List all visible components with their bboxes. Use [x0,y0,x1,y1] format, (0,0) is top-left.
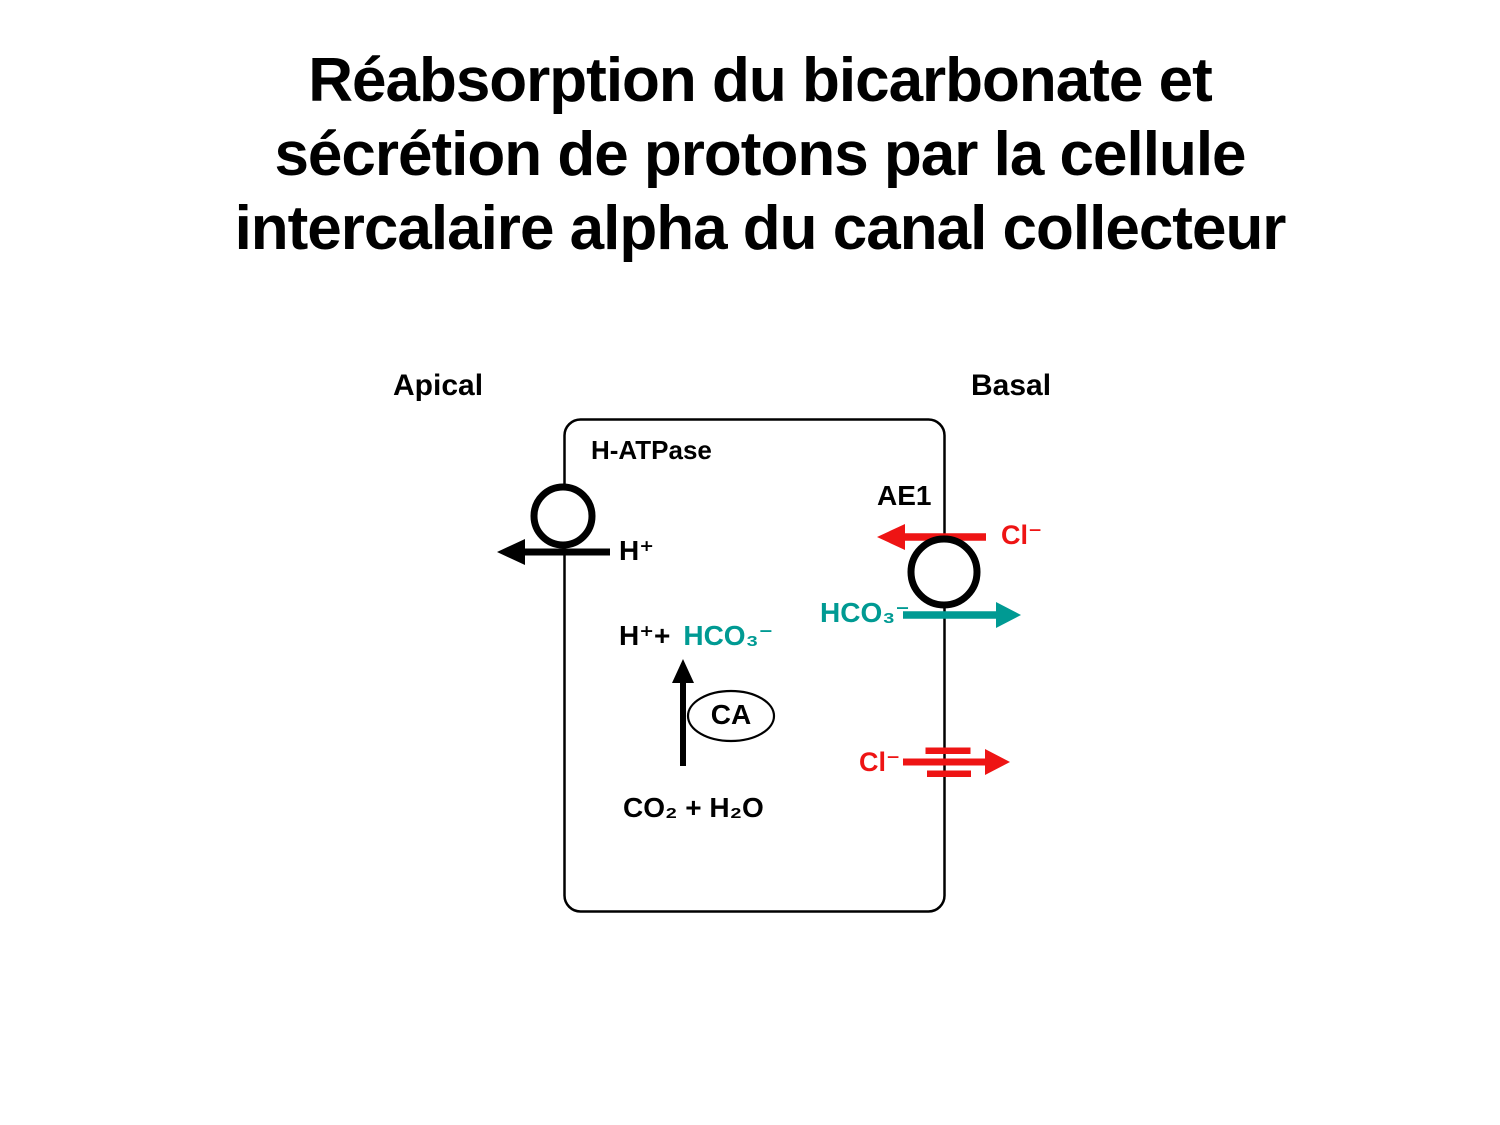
ca-reaction-arrow [672,659,694,766]
cl-channel [925,747,971,777]
h-ion-label: H⁺ [619,535,654,566]
apical-membrane-label: Apical [393,369,484,402]
ca-enzyme-ellipse [686,689,776,743]
reaction-hco3-label: HCO₃⁻ [683,620,774,651]
cl-efflux-arrow [903,749,1010,775]
title-line-3: intercalaire alpha du canal collecteur [234,194,1287,263]
reaction-products: H⁺+ HCO₃⁻ [619,622,773,650]
reaction-h-label: H⁺+ [619,620,671,651]
title-line-2: sécrétion de protons par la cellule [274,120,1246,189]
cell-membrane-outline [563,418,946,913]
h-atpase-pump-circle [530,483,596,549]
ae1-label: AE1 [877,480,932,511]
h-atpase-label: H-ATPase [591,435,712,465]
cl-channel-ion-label: Cl⁻ [859,747,901,777]
cl-in-ion-label: Cl⁻ [1001,520,1043,550]
hco3-out-ion-label: HCO₃⁻ [820,597,910,628]
basal-membrane-label: Basal [971,369,1052,402]
slide-title: Réabsorption du bicarbonate et sécrétion… [20,44,1500,266]
ca-enzyme-label: CA [710,699,752,730]
h-secretion-arrow [497,539,610,565]
title-line-1: Réabsorption du bicarbonate et [308,46,1213,115]
reaction-substrates-label: CO₂ + H₂O [623,792,764,823]
ae1-exchanger-circle [907,535,981,609]
hco3-efflux-arrow [903,602,1021,628]
